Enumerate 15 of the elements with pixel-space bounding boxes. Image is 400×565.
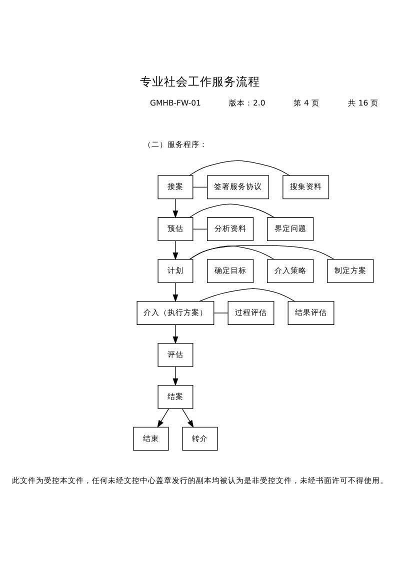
connector [199, 288, 296, 302]
arrow [172, 282, 178, 302]
arrow [172, 324, 178, 344]
connector [192, 228, 208, 229]
diagram-title: 专业社会工作服务流程 [140, 74, 260, 88]
connector [189, 244, 334, 260]
connector [192, 186, 208, 187]
connector [214, 312, 228, 313]
connector [189, 160, 290, 176]
arrow [182, 408, 194, 428]
arrow [172, 198, 178, 218]
connector [189, 203, 274, 218]
arrow [172, 366, 178, 386]
arrow [172, 240, 178, 260]
arrow [157, 408, 170, 428]
